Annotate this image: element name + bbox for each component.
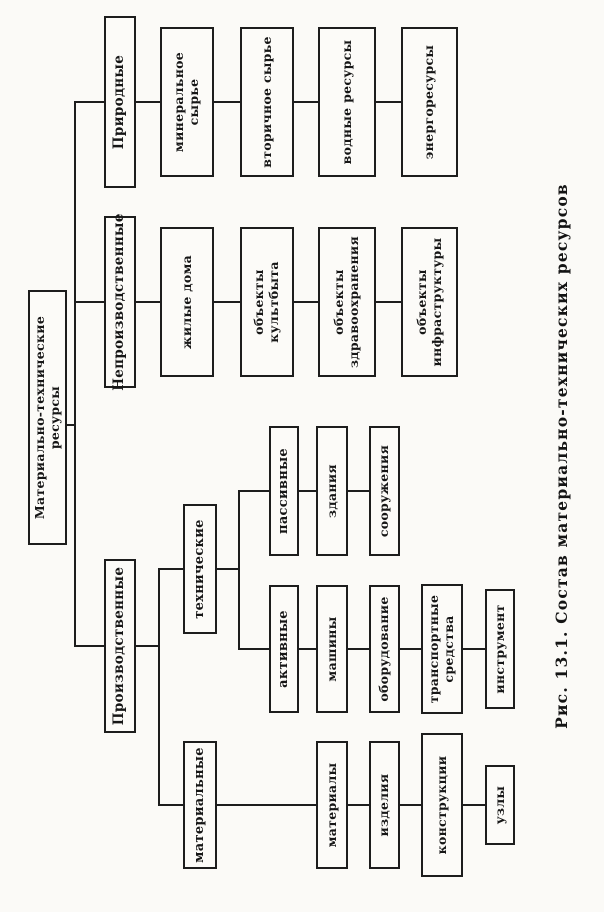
node-obekty-kultbyta: объекты культбыта (240, 227, 294, 377)
connector-line (136, 645, 158, 647)
connector-line (400, 804, 421, 806)
connector-line (74, 301, 104, 303)
node-prirodnye: Природные (104, 16, 136, 188)
node-mineralnoe-syrye: минеральное сырье (160, 27, 214, 177)
node-uzly: узлы (485, 765, 515, 845)
connector-line (348, 490, 369, 492)
node-sooruzheniya: сооружения (369, 426, 400, 556)
connector-line (74, 101, 76, 647)
connector-line (217, 568, 238, 570)
connector-line (238, 490, 269, 492)
node-energoresursy: энергоресурсы (401, 27, 458, 177)
connector-line (348, 648, 369, 650)
node-proizvodstvennye: Производственные (104, 559, 136, 733)
connector-line (299, 648, 316, 650)
connector-line (158, 568, 160, 806)
node-vodnye-resursy: водные ресурсы (318, 27, 376, 177)
connector-line (294, 301, 318, 303)
node-materialy: материалы (316, 741, 348, 869)
connector-line (238, 648, 269, 650)
node-root: Материально-технические ресурсы (28, 290, 67, 545)
connector-line (158, 804, 183, 806)
connector-line (74, 101, 104, 103)
connector-line (136, 101, 160, 103)
node-mashiny: машины (316, 585, 348, 713)
connector-line (74, 645, 104, 647)
node-materialnye: материальные (183, 741, 217, 869)
node-zdaniya: здания (316, 426, 348, 556)
node-aktivnye: активные (269, 585, 299, 713)
connector-line (217, 804, 316, 806)
connector-line (136, 301, 160, 303)
connector-line (214, 101, 240, 103)
connector-line (348, 804, 369, 806)
connector-line (400, 648, 421, 650)
node-izdeliya: изделия (369, 741, 400, 869)
connector-line (299, 490, 316, 492)
node-zhilye-doma: жилые дома (160, 227, 214, 377)
connector-line (294, 101, 318, 103)
node-obekty-infrastruktury: объекты инфраструктуры (401, 227, 458, 377)
node-tekhnicheskie: технические (183, 504, 217, 634)
connector-line (376, 301, 401, 303)
figure-caption: Рис. 13.1. Состав материально-технически… (552, 183, 571, 729)
node-vtorichnoe-syrye: вторичное сырье (240, 27, 294, 177)
node-obekty-zdravookhraneniya: объекты здравоохранения (318, 227, 376, 377)
connector-line (376, 101, 401, 103)
connector-line (158, 568, 183, 570)
node-neproizvodstvennye: Непроизводственные (104, 213, 136, 391)
connector-line (463, 648, 485, 650)
connector-line (214, 301, 240, 303)
node-instrument: инструмент (485, 589, 515, 709)
node-passivnye: пассивные (269, 426, 299, 556)
node-konstruktsii: конструкции (421, 733, 463, 877)
connector-line (463, 804, 485, 806)
node-oborudovanie: оборудование (369, 585, 400, 713)
node-transportnye-sredstva: транспортные средства (421, 584, 463, 714)
connector-line (238, 490, 240, 650)
